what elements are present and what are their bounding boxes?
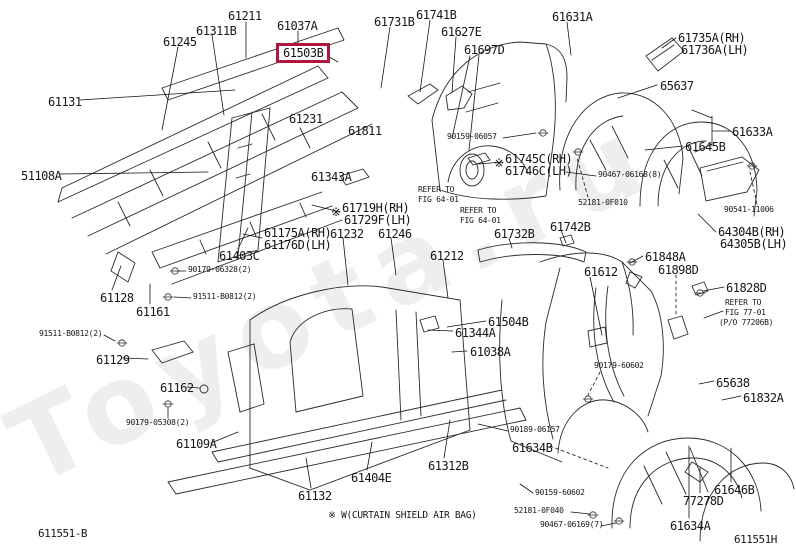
part-label[interactable]: 90179-60602 <box>594 361 644 370</box>
part-label[interactable]: 61634A <box>670 519 711 533</box>
part-label[interactable]: 65637 <box>660 79 694 93</box>
sketch-instrument-panel <box>57 27 373 255</box>
part-label[interactable]: 61128 <box>100 291 134 305</box>
part-label[interactable]: 77278D <box>683 494 724 508</box>
part-label[interactable]: 61645B <box>685 140 726 154</box>
part-label[interactable]: 61344A <box>455 326 496 340</box>
leader-lines <box>59 19 758 527</box>
part-label[interactable]: 61037A <box>277 19 318 33</box>
figure-code-bottom-left: 611551-B <box>38 527 87 540</box>
part-label[interactable]: 91511-B0812(2) <box>39 329 103 338</box>
part-label[interactable]: 61732B <box>494 227 535 241</box>
sketch-center-pillar <box>151 107 343 285</box>
part-label[interactable]: 61828D <box>726 281 767 295</box>
part-label[interactable]: 90189-06157 <box>510 425 560 434</box>
part-label[interactable]: 52181-0F040 <box>514 506 564 515</box>
sketch-rocker-panels <box>167 389 527 495</box>
figure-reference: FIG 64-01 <box>460 216 501 225</box>
part-label[interactable]: 61898D <box>658 263 699 277</box>
part-label[interactable]: 64304B(RH) <box>718 225 786 239</box>
figure-reference: REFER TO <box>418 185 455 194</box>
part-label[interactable]: 90467-06169(7) <box>540 520 604 529</box>
part-label[interactable]: 61741B <box>416 8 457 22</box>
part-label[interactable]: 61612 <box>584 265 618 279</box>
part-label[interactable]: 61343A <box>311 170 352 184</box>
airbag-note: ※ W(CURTAIN SHIELD AIR BAG) <box>328 510 477 521</box>
part-label[interactable]: 61162 <box>160 381 194 395</box>
part-label[interactable]: 61731B <box>374 15 415 29</box>
figure-reference: REFER TO <box>725 298 762 307</box>
part-label[interactable]: 61231 <box>289 112 323 126</box>
highlighted-part-label[interactable]: 61503B <box>276 43 331 63</box>
part-label[interactable]: 90159-60602 <box>535 488 585 497</box>
part-label[interactable]: 91511-B0812(2) <box>193 292 257 301</box>
sketch-rear-body <box>499 252 664 463</box>
figure-reference: FIG 64-01 <box>418 195 459 204</box>
part-label[interactable]: 61131 <box>48 95 82 109</box>
part-label[interactable]: 90179-05308(2) <box>126 418 190 427</box>
part-label[interactable]: 61736A(LH) <box>681 43 749 57</box>
part-label[interactable]: 61176D(LH) <box>264 238 332 252</box>
part-label[interactable]: 90159-06057 <box>447 132 497 141</box>
part-label[interactable]: 61735A(RH) <box>678 31 746 45</box>
part-label[interactable]: 61504B <box>488 315 529 329</box>
part-label[interactable]: 61132 <box>298 489 332 503</box>
part-label[interactable]: 61646B <box>714 483 755 497</box>
part-label[interactable]: 61232 <box>330 227 364 241</box>
part-label[interactable]: 61211 <box>228 9 262 23</box>
part-label[interactable]: 61697D <box>464 43 505 57</box>
part-label[interactable]: 61312B <box>428 459 469 473</box>
part-label[interactable]: 64305B(LH) <box>720 237 788 251</box>
part-label[interactable]: 61631A <box>552 10 593 24</box>
part-label[interactable]: 61719H(RH) <box>342 201 410 215</box>
part-label[interactable]: 61175A(RH) <box>264 226 332 240</box>
sketch-small-parts <box>110 152 709 413</box>
part-label[interactable]: 61311B <box>196 24 237 38</box>
part-label[interactable]: 90179-06328(2) <box>188 265 252 274</box>
part-label[interactable]: 61746C(LH) <box>505 164 573 178</box>
part-label[interactable]: 61745C(RH) <box>505 152 573 166</box>
part-label[interactable]: 65638 <box>716 376 750 390</box>
part-label[interactable]: 61729F(LH) <box>344 213 412 227</box>
part-label[interactable]: 61403C <box>219 249 260 263</box>
part-label[interactable]: 61212 <box>430 249 464 263</box>
part-label[interactable]: 61038A <box>470 345 511 359</box>
part-label[interactable]: 90541-11006 <box>724 205 774 214</box>
part-label[interactable]: 61246 <box>378 227 412 241</box>
part-label[interactable]: 61742B <box>550 220 591 234</box>
figure-code-bottom-right: 611551H <box>734 533 777 546</box>
part-label[interactable]: 52181-0F010 <box>578 198 628 207</box>
part-label[interactable]: 61848A <box>645 250 686 264</box>
figure-reference: FIG 77-01 <box>725 308 766 317</box>
sketch-wheelhouse-domes <box>559 37 760 217</box>
part-label[interactable]: 61129 <box>96 353 130 367</box>
part-label[interactable]: 61245 <box>163 35 197 49</box>
part-label[interactable]: 61811 <box>348 124 382 138</box>
sketch-fasteners <box>116 129 758 525</box>
asterisk-mark: ※ <box>331 205 341 219</box>
sketch-quarter-panel-top <box>407 41 568 200</box>
figure-reference: (P/O 77206B) <box>719 318 774 327</box>
part-label[interactable]: 61634B <box>512 441 553 455</box>
part-label[interactable]: 61109A <box>176 437 217 451</box>
part-label[interactable]: 61404E <box>351 471 392 485</box>
part-label[interactable]: 61832A <box>743 391 784 405</box>
part-label[interactable]: 90467-06168(8) <box>598 170 662 179</box>
part-label[interactable]: 51108A <box>21 169 62 183</box>
figure-reference: REFER TO <box>460 206 497 215</box>
part-label[interactable]: 61633A <box>732 125 773 139</box>
asterisk-mark: ※ <box>494 156 504 170</box>
part-label[interactable]: 61627E <box>441 25 482 39</box>
part-label[interactable]: 61161 <box>136 305 170 319</box>
